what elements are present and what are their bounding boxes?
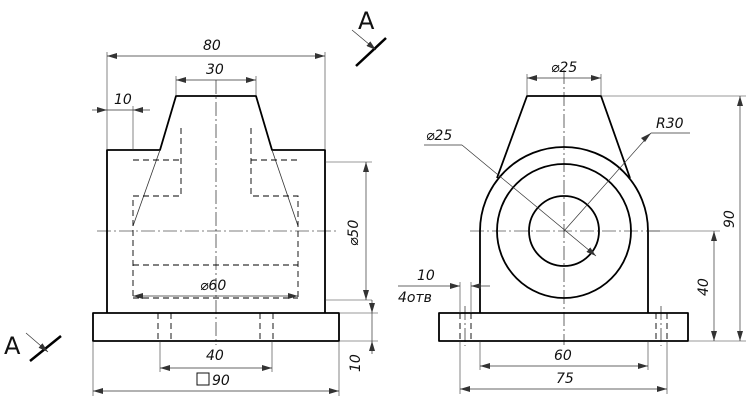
section-mark-left: A [4,332,62,362]
dim-height-50: ⌀50 [346,220,362,246]
dim-hole-count: 4отв [398,290,432,306]
section-mark-top: A [351,7,387,67]
side-dimensions: ⌀25 ⌀25 R30 90 40 10 4отв 60 [398,60,746,394]
dim-radius-30: R30 [656,116,684,132]
dim-top-width-30: 30 [206,62,224,78]
front-hidden-lines [132,128,299,341]
side-view [438,70,689,346]
dim-width-80: 80 [203,38,221,54]
dim-base-length-75: 75 [556,371,574,387]
dim-inner-width-60: 60 [554,348,572,364]
dim-bore-diameter-60: ⌀60 [200,278,226,294]
dim-base-thickness-10: 10 [348,354,364,372]
side-view-base [438,312,689,342]
dim-hole-size-10: 10 [417,268,435,284]
square-symbol-icon [196,372,210,386]
dim-step-10: 10 [114,92,132,108]
front-view [92,80,340,345]
dim-base-size-90: 90 [212,373,230,389]
dim-center-height-40: 40 [696,278,712,296]
dim-total-height-90: 90 [722,210,738,228]
dim-top-diameter-25: ⌀25 [551,60,577,76]
front-dimensions: 80 30 10 ⌀60 ⌀50 40 90 [92,38,378,396]
dim-inner-diameter-25: ⌀25 [426,128,452,144]
side-view-cone [496,95,631,179]
section-label-top: A [358,7,375,35]
dim-hole-spacing-40: 40 [206,348,224,364]
section-label-left: A [4,332,21,360]
